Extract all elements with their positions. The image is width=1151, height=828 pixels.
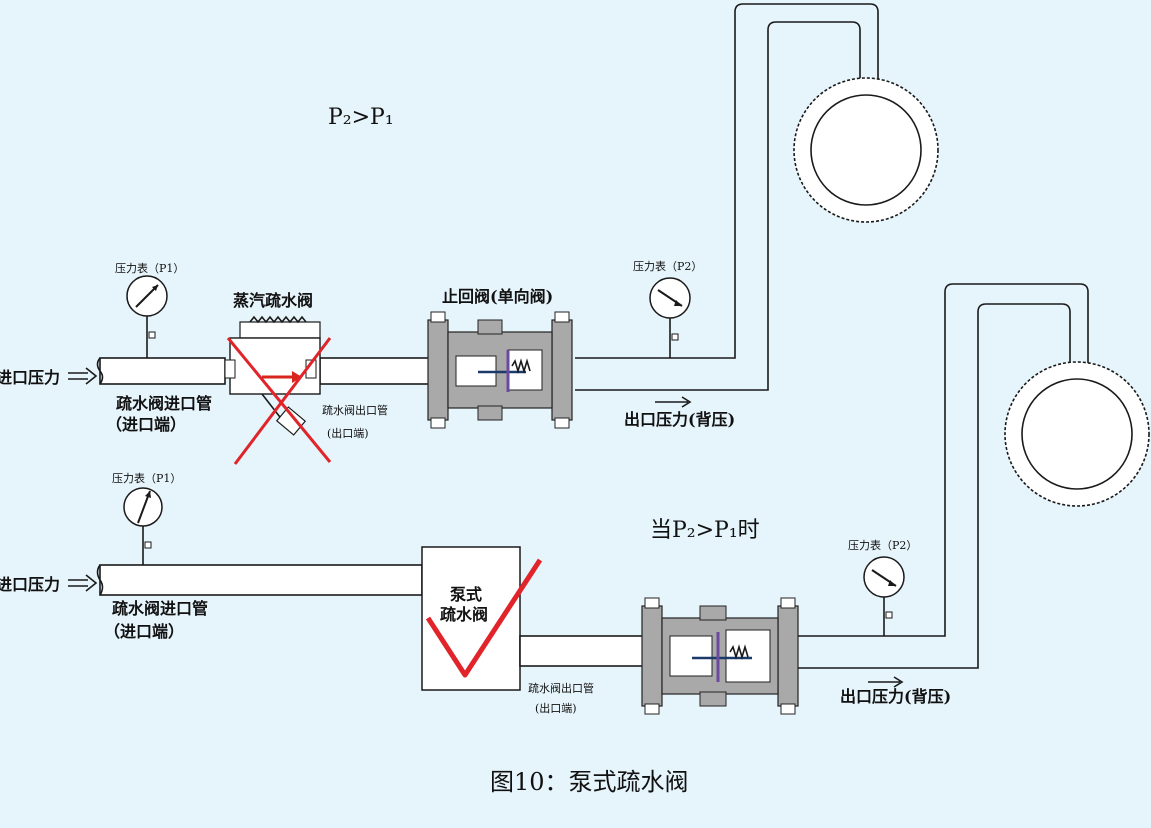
bottom-outlet-end-label: (出口端) [535, 701, 577, 715]
check-valve-top [427, 311, 573, 429]
bottom-inlet-arrow-icon [68, 574, 98, 592]
bottom-outlet-pipe-label: 疏水阀出口管 [528, 681, 594, 695]
steam-trap-label: 蒸汽疏水阀 [233, 291, 313, 310]
pump-trap-check-icon [425, 558, 543, 678]
bottom-inlet-pipe [96, 564, 423, 596]
top-outlet-pressure-label: 出口压力(背压) [624, 410, 735, 429]
gauge-p1-bottom [123, 487, 163, 565]
pump-trap-label-line1: 泵式 [449, 585, 482, 604]
top-inlet-pipe-label: 疏水阀进口管 [116, 394, 212, 413]
top-drum [793, 77, 939, 223]
pump-trap-label-line2: 疏水阀 [440, 605, 488, 624]
bottom-inlet-pressure-label: 进口压力 [0, 575, 60, 594]
top-condition-label: P₂>P₁ [328, 105, 394, 130]
steam-trap-valve [224, 315, 321, 436]
top-inlet-end-label: （进口端） [106, 415, 186, 434]
check-valve-top-label: 止回阀(单向阀) [442, 287, 553, 306]
top-outlet-pipe [319, 357, 441, 385]
bottom-outlet-arrow-icon [868, 676, 904, 688]
top-outlet-arrow-icon [655, 396, 692, 408]
gauge-p2-bottom-label: 压力表（P2） [848, 538, 917, 552]
bottom-system: 压力表（P1） 泵式 疏水阀 [0, 283, 1150, 715]
bottom-outlet-pipe [519, 635, 647, 667]
gauge-p1-bottom-label: 压力表（P1） [112, 471, 181, 485]
bottom-outlet-pressure-label: 出口压力(背压) [840, 687, 951, 706]
bottom-condition-label: 当P₂>P₁时 [650, 518, 760, 543]
gauge-p1-top-label: 压力表（P1） [115, 261, 184, 275]
steam-trap-cross-icon [226, 337, 332, 465]
top-inlet-pipe [96, 357, 226, 385]
top-riser-pipe [575, 3, 879, 391]
top-outlet-pipe-label: 疏水阀出口管 [322, 403, 388, 417]
check-valve-bottom [641, 597, 799, 715]
gauge-p2-bottom [863, 556, 905, 636]
gauge-p2-top-label: 压力表（P2） [633, 259, 702, 273]
top-inlet-arrow-icon [68, 367, 98, 385]
top-system: 压力表（P1） 蒸汽疏水阀 [0, 3, 939, 465]
bottom-inlet-pipe-label: 疏水阀进口管 [112, 599, 208, 618]
bottom-drum [1004, 361, 1150, 507]
bottom-inlet-end-label: （进口端） [104, 622, 184, 641]
top-inlet-pressure-label: 进口压力 [0, 368, 60, 387]
bottom-riser-pipe [798, 283, 1089, 669]
gauge-p2-top [649, 277, 691, 358]
figure-caption: 图10：泵式疏水阀 [490, 768, 689, 796]
top-outlet-end-label: (出口端) [327, 426, 369, 440]
gauge-p1-top [126, 275, 168, 358]
